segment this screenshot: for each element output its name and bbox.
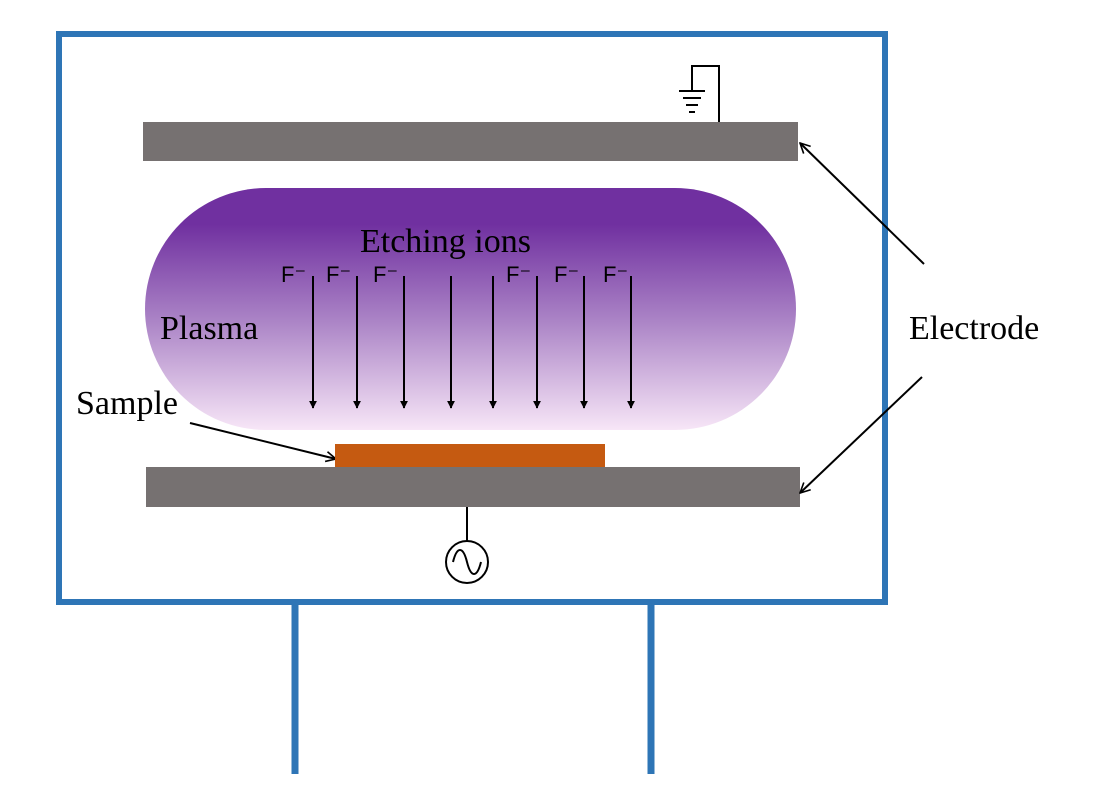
- ac-source-icon: [445, 540, 489, 584]
- electrode-label: Electrode: [909, 310, 1039, 347]
- bottom-electrode: [146, 467, 800, 507]
- electrode-pointer-arrow-top: [800, 143, 925, 265]
- plasma-cloud: [145, 188, 796, 430]
- sample-substrate: [335, 444, 605, 469]
- ion-label: F⁻: [554, 262, 579, 287]
- ion-label: F⁻: [373, 262, 398, 287]
- sample-pointer-arrow: [189, 422, 336, 459]
- ion-label: F⁻: [506, 262, 531, 287]
- ion-label: F⁻: [326, 262, 351, 287]
- ion-label: F⁻: [281, 262, 306, 287]
- etching-ions-label: Etching ions: [360, 223, 531, 260]
- ground-symbol-icon: [679, 65, 720, 122]
- ion-labels: F⁻ F⁻ F⁻ F⁻ F⁻ F⁻: [281, 262, 628, 287]
- vacuum-chamber: [56, 31, 888, 605]
- sample-label: Sample: [76, 385, 178, 422]
- plasma-label: Plasma: [160, 310, 258, 347]
- electrode-pointer-arrow-bottom: [800, 376, 923, 493]
- top-electrode: [143, 122, 798, 161]
- ion-flux-arrows: [309, 276, 635, 409]
- ion-label: F⁻: [603, 262, 628, 287]
